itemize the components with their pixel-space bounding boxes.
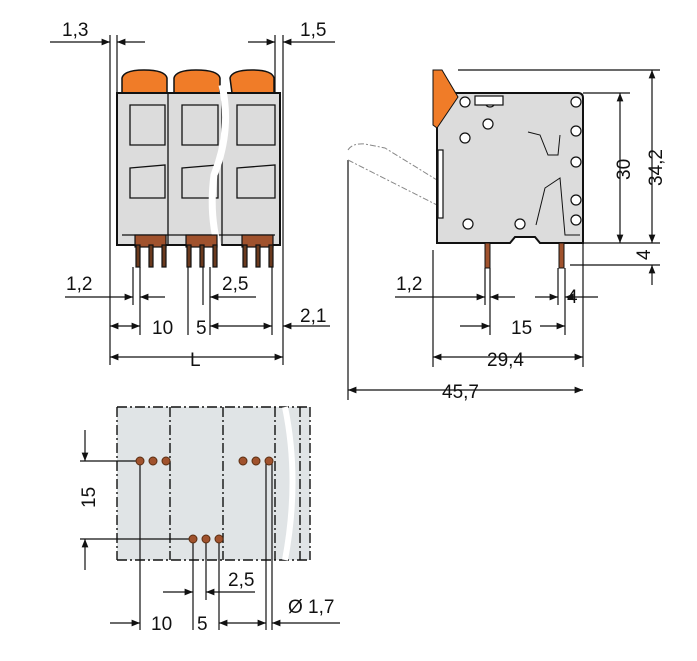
dim-label: 10	[151, 614, 172, 635]
dim-label: 2,1	[300, 306, 326, 327]
dim-label: 29,4	[487, 350, 524, 371]
pins-front	[134, 234, 274, 268]
dim-label: 1,5	[300, 20, 326, 41]
lever-buttons	[121, 69, 275, 94]
dim-label: 1,3	[62, 20, 88, 41]
footprint-outline	[117, 407, 310, 560]
dim-label: L	[190, 350, 201, 371]
dim-label: 30	[614, 159, 635, 180]
dim-label: 45,7	[442, 382, 479, 403]
pin-holes	[135, 456, 274, 544]
dim-label: 4	[634, 249, 655, 260]
dim-label: 15	[79, 487, 100, 508]
lever-side	[432, 69, 459, 129]
dim-label: Ø 1,7	[288, 597, 334, 618]
dim-label: 2,5	[228, 570, 254, 591]
side-view: 1,2 4 15 29,4 45,7 30 34,2 4	[347, 69, 667, 403]
dim-label: 5	[197, 614, 208, 635]
dim-label: 1,2	[396, 274, 422, 295]
lever-open-outline	[347, 143, 438, 206]
dim-label: 2,5	[222, 274, 248, 295]
dim-label: 15	[511, 318, 532, 339]
housing-front	[116, 92, 281, 246]
dim-label: 10	[152, 318, 173, 339]
bottom-view: 15 2,5 10 5 Ø 1,7	[79, 406, 340, 635]
front-view: 1,3 1,5 1,2 2,5 10 5 2,1 L	[50, 20, 335, 371]
housing-side	[436, 92, 584, 244]
dim-label: 4	[567, 287, 578, 308]
dim-label: 34,2	[646, 149, 667, 186]
pins-side	[484, 242, 565, 269]
dim-label: 5	[196, 318, 207, 339]
dim-label: 1,2	[66, 274, 92, 295]
